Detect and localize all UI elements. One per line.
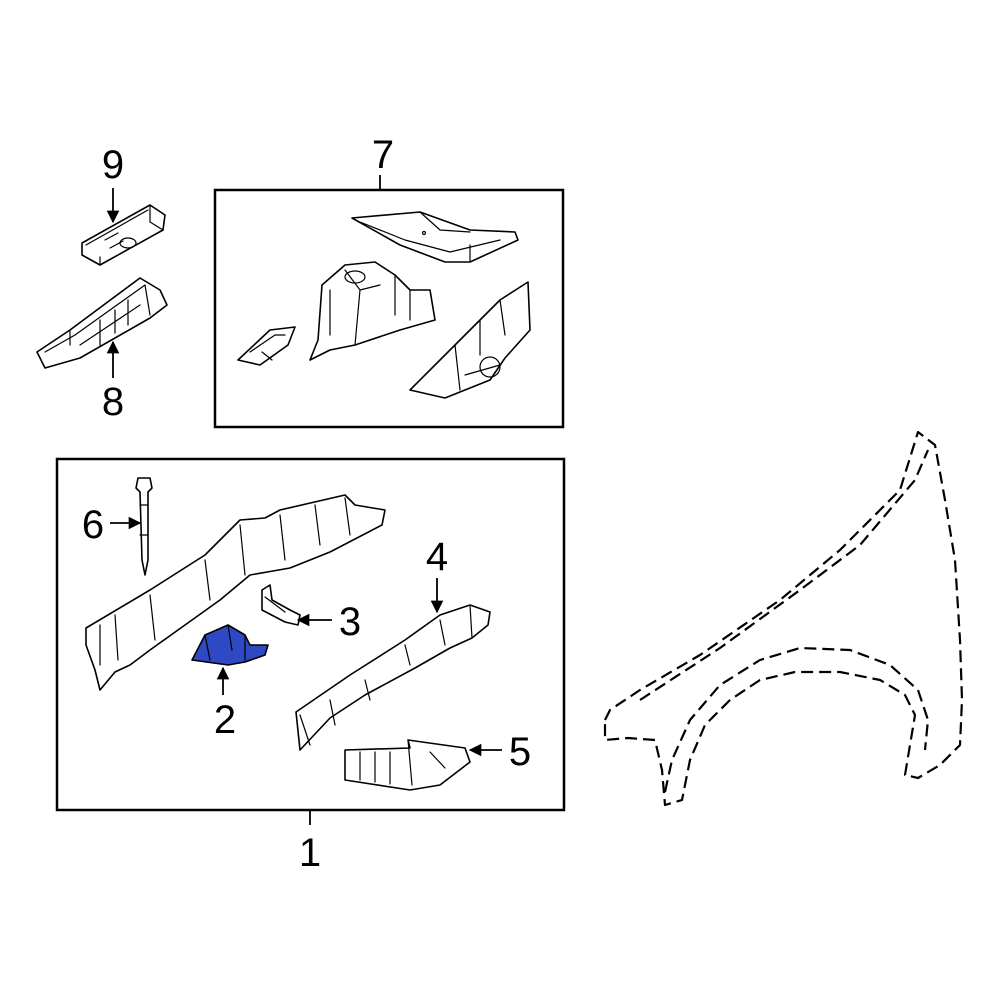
part-8-rail-extension[interactable]	[36, 277, 168, 369]
part-7-upper-panel[interactable]	[351, 211, 519, 263]
callout-1: 1	[299, 831, 321, 875]
part-7-shock-tower[interactable]	[309, 261, 436, 361]
callout-5: 5	[509, 730, 531, 774]
group-box-7	[213, 175, 565, 429]
part-3-bracket[interactable]	[261, 584, 301, 626]
part-7-small-bracket[interactable]	[237, 326, 296, 366]
callout-6: 6	[82, 503, 104, 547]
part-4-rail[interactable]	[295, 604, 491, 751]
fender-outline	[603, 430, 964, 807]
callout-8: 8	[102, 380, 124, 424]
group-box-1	[55, 457, 566, 825]
callout-9: 9	[102, 143, 124, 187]
part-6-rod[interactable]	[135, 477, 153, 576]
part-5-bracket[interactable]	[344, 739, 471, 791]
part-1-frame-rail[interactable]	[85, 494, 386, 691]
part-2-bracket-highlighted[interactable]	[191, 624, 269, 666]
callout-3: 3	[339, 600, 361, 644]
callout-2: 2	[214, 698, 236, 742]
part-7-apron[interactable]	[409, 281, 531, 399]
part-9-bracket[interactable]	[81, 204, 166, 266]
callout-4: 4	[426, 535, 448, 579]
callout-7: 7	[372, 133, 394, 177]
